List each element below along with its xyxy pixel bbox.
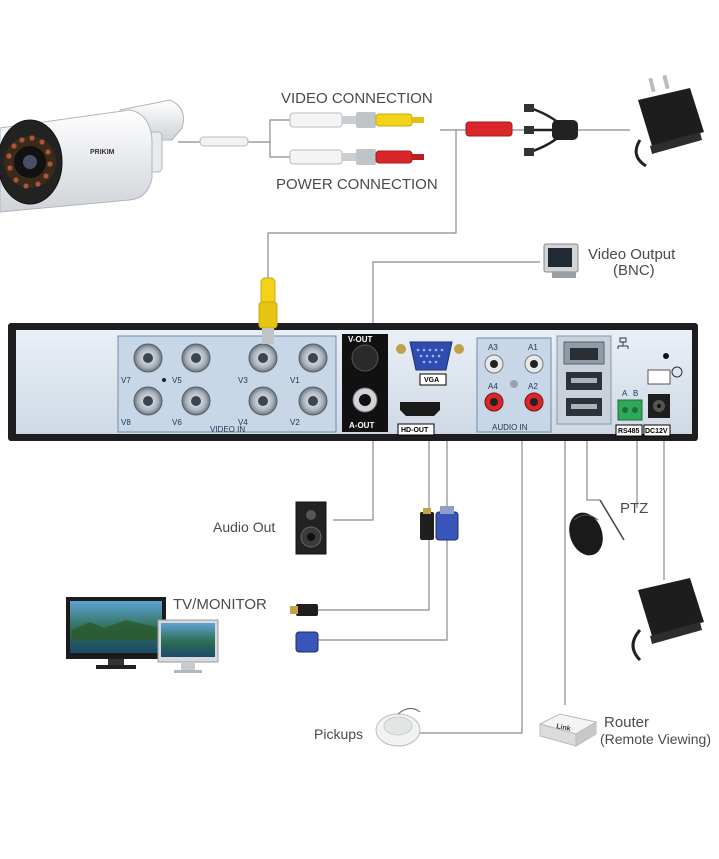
bnc-v5 [181,343,211,373]
tv-monitor-label: TV/MONITOR [173,596,267,613]
hd-out-label: HD-OUT [401,427,429,434]
vga-port [396,341,464,371]
crt-monitor-icon [543,243,579,278]
label-a2: A2 [528,382,538,391]
label-v2: V2 [290,418,300,427]
rs485-pin-a: A [622,389,628,398]
label-v5: V5 [172,376,182,385]
label-a3: A3 [488,343,498,352]
v-out-label: V-OUT [348,335,373,344]
bnc-v6 [181,386,211,416]
bnc-v4 [248,386,278,416]
router-remote-label: (Remote Viewing) [600,731,712,747]
audio-in-connectors [484,354,544,412]
v-out-connector [351,344,379,372]
mouse-icon [569,499,625,556]
router-brand: Link [556,723,572,733]
vga-label: VGA [424,377,439,384]
label-v1: V1 [290,376,300,385]
yellow-video-plug [258,277,278,344]
tv-monitor-icon [66,597,219,673]
power-splitter-cable [524,104,578,156]
hdmi-vga-plugs [420,506,459,541]
bullet-camera: PRIKIM [0,99,249,213]
bnc-v7 [133,343,163,373]
video-connection-label: VIDEO CONNECTION [281,90,433,107]
bnc-v3 [248,343,278,373]
a-out-connector [352,387,378,413]
network-icon [617,337,629,349]
dc-power-jack [647,353,683,418]
video-output-label: Video Output [588,246,676,263]
video-in-connectors [133,343,328,416]
bnc-v2 [298,386,328,416]
dc12v-label: DC12V [645,428,668,435]
video-in-label: VIDEO IN [210,425,245,434]
label-v7: V7 [121,376,131,385]
bnc-v1 [298,343,328,373]
label-v6: V6 [172,418,182,427]
router-icon: Link [538,713,598,747]
ptz-label: PTZ [620,500,649,517]
label-v8: V8 [121,418,131,427]
video-power-splitter [289,112,513,165]
tv-hdmi-plug [290,604,318,616]
audio-out-label: Audio Out [213,519,276,535]
audio-in-label: AUDIO IN [492,423,528,432]
speaker-icon [295,501,327,555]
rs485-pin-b: B [633,389,638,398]
label-v4: V4 [238,418,248,427]
label-v3: V3 [238,376,248,385]
ethernet-port [563,341,605,365]
power-adapter-bottom [631,578,704,662]
microphone-pickup-icon [375,708,421,747]
rs485-terminal [617,399,643,421]
hdmi-port [400,402,440,416]
connection-lines [178,119,665,734]
tv-vga-plug [295,631,319,653]
pickups-label: Pickups [314,726,364,742]
power-adapter-top [634,74,704,168]
rs485-label: RS485 [618,428,640,435]
label-a4: A4 [488,382,498,391]
router-label: Router [604,714,650,731]
camera-brand: PRIKIM [90,149,115,156]
power-connection-label: POWER CONNECTION [276,176,438,193]
bnc-v8 [133,386,163,416]
video-output-bnc-label: (BNC) [613,262,655,279]
label-a1: A1 [528,343,538,352]
usb-ports [566,372,602,416]
a-out-label: A-OUT [349,421,374,430]
